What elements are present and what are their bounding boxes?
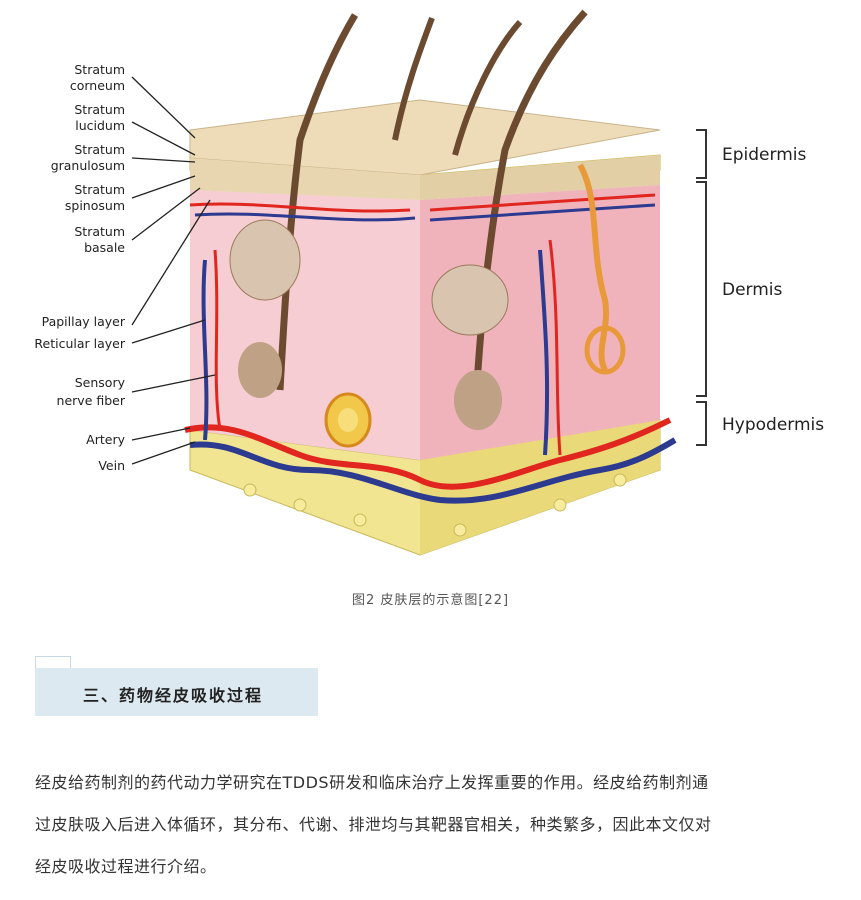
section-title: 三、药物经皮吸收过程 (83, 686, 264, 705)
section-header: 三、药物经皮吸收过程 (35, 668, 318, 716)
layer-brackets (696, 129, 707, 446)
section-header-decoration (35, 656, 71, 669)
label-artery: Artery (86, 432, 125, 447)
body-line: 过皮肤吸入后进入体循环，其分布、代谢、排泄均与其靶器官相关，种类繁多，因此本文仅… (35, 815, 712, 834)
hair-follicles (229, 9, 588, 430)
leader-lines (131, 76, 216, 465)
right-labels: Epidermis Dermis Hypodermis (722, 145, 824, 435)
label-papillay-layer: Papillay layer (42, 314, 126, 329)
body-paragraph: 经皮给药制剂的药代动力学研究在TDDS研发和临床治疗上发挥重要的作用。经皮给药制… (35, 762, 835, 888)
blood-vessels (184, 193, 677, 504)
fat-cells (243, 473, 627, 537)
figure-caption: 图2 皮肤层的示意图[22] (351, 593, 510, 608)
label-dermis: Dermis (722, 280, 783, 300)
label-vein: Vein (98, 458, 125, 473)
label-reticular-layer: Reticular layer (34, 336, 125, 351)
body-line: 经皮给药制剂的药代动力学研究在TDDS研发和临床治疗上发挥重要的作用。经皮给药制… (35, 773, 709, 792)
body-line: 经皮吸收过程进行介绍。 (35, 857, 217, 876)
sweat-gland (324, 163, 626, 448)
label-hypodermis: Hypodermis (722, 415, 824, 435)
label-epidermis: Epidermis (722, 145, 806, 165)
